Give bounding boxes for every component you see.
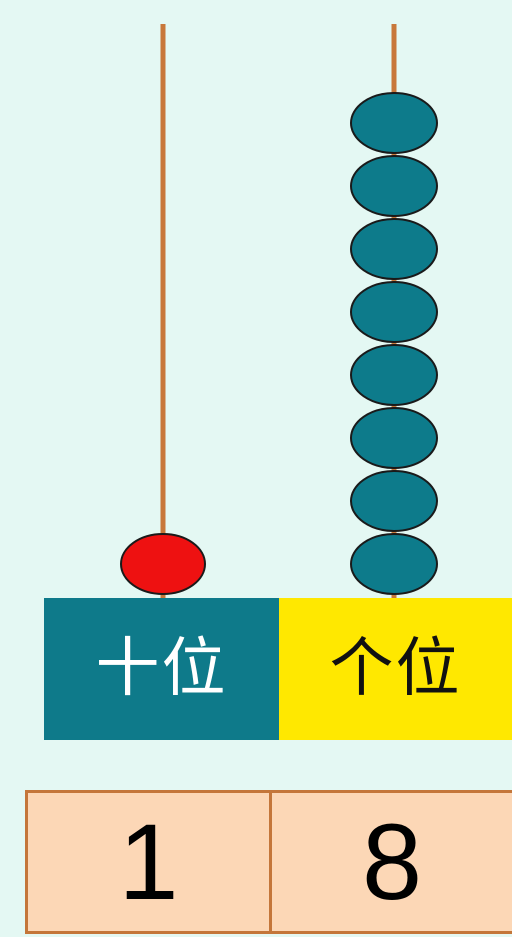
beads-group — [121, 93, 437, 594]
ones-digit-cell: 8 — [269, 790, 512, 934]
ones-place-label: 个位 — [279, 598, 512, 740]
ones-bead — [351, 93, 437, 153]
ones-bead — [351, 156, 437, 216]
tens-digit-cell: 1 — [25, 790, 272, 934]
ones-bead — [351, 219, 437, 279]
ones-bead — [351, 408, 437, 468]
ones-bead — [351, 534, 437, 594]
tens-bead — [121, 534, 205, 594]
tens-place-label: 十位 — [44, 598, 279, 740]
ones-bead — [351, 345, 437, 405]
abacus — [0, 0, 512, 600]
ones-bead — [351, 471, 437, 531]
ones-bead — [351, 282, 437, 342]
